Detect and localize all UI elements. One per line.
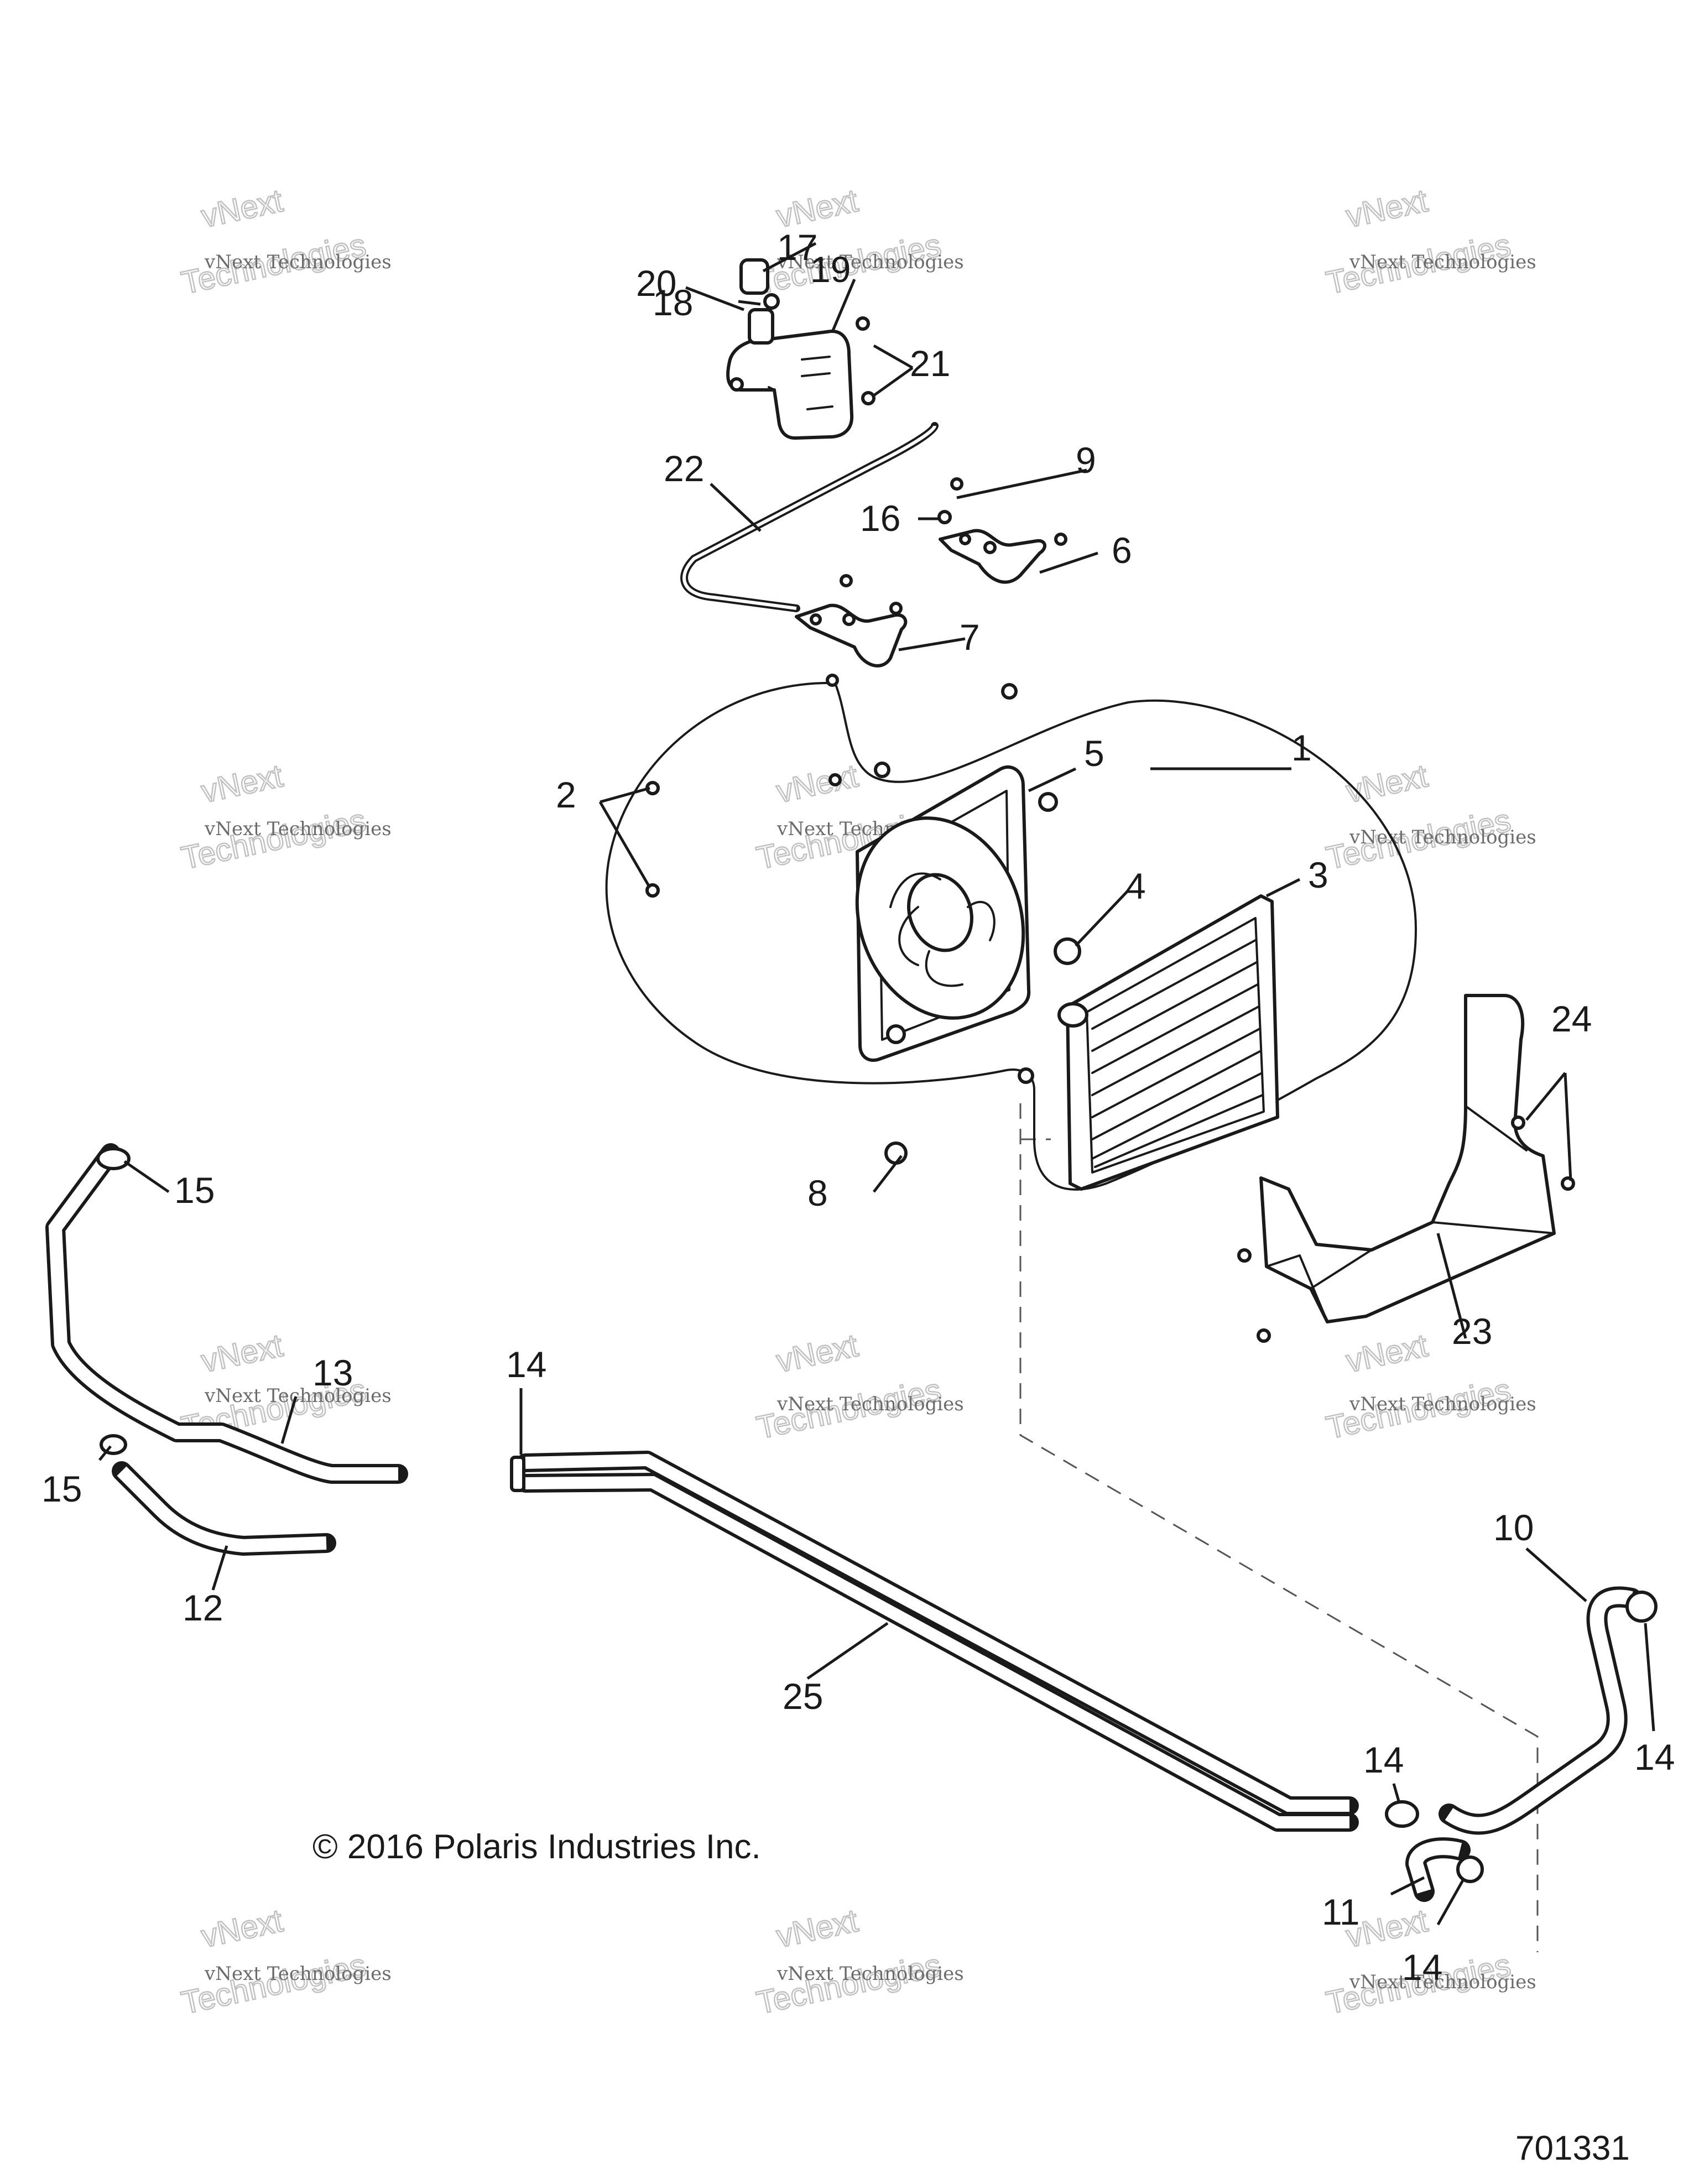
watermarks: vNext Technologies vNext Technologies vN… — [178, 182, 1536, 2022]
copyright-notice: © 2016 Polaris Industries Inc. — [312, 1828, 761, 1866]
watermark-line2: vNext — [1343, 183, 1431, 234]
callouts: 1 2 3 4 5 6 7 8 9 10 11 12 13 14 14 14 1… — [41, 227, 1675, 1988]
watermark-line2: vNext — [1343, 1327, 1431, 1379]
hose-13 — [45, 1143, 408, 1484]
callout-23: 23 — [1452, 1311, 1492, 1352]
callout-8: 8 — [807, 1172, 828, 1213]
callout-12: 12 — [183, 1587, 223, 1628]
callout-4: 4 — [1125, 866, 1146, 906]
coolant-reservoir — [726, 258, 854, 440]
clip-16 — [937, 510, 952, 524]
watermark-line1: vNext Technologies — [1349, 1971, 1536, 1993]
watermark: vNext Technologies — [178, 182, 369, 302]
watermark: vNext Technologies — [1322, 182, 1514, 302]
callout-14: 14 — [1402, 1947, 1442, 1988]
watermark-line2: vNext — [198, 758, 286, 810]
watermark-line2: vNext — [773, 758, 861, 810]
radiator — [1057, 894, 1279, 1191]
callout-21: 21 — [910, 343, 950, 384]
callout-10: 10 — [1493, 1507, 1534, 1548]
watermark-line1: vNext Technologies — [204, 818, 392, 840]
leader-lines — [98, 242, 1655, 1926]
watermark: vNext Technologies — [178, 1902, 369, 2022]
callout-5: 5 — [1084, 733, 1104, 774]
hose-clamp-14-mid — [1385, 1800, 1419, 1828]
callout-25: 25 — [783, 1676, 823, 1717]
watermark-line2: vNext — [773, 1902, 861, 1954]
watermark: vNext Technologies — [753, 1327, 945, 1447]
hose-clamp-15-upper — [96, 1147, 131, 1170]
callout-24: 24 — [1551, 998, 1592, 1039]
fan-assembly — [855, 765, 1058, 1062]
hose-clamp-14-bottom — [1456, 1855, 1484, 1883]
watermark: vNext Technologies — [753, 1902, 945, 2022]
radiator-support-bracket — [1237, 994, 1575, 1343]
watermark: vNext Technologies — [1322, 757, 1514, 877]
callout-14: 14 — [506, 1344, 546, 1385]
watermark-line1: vNext Technologies — [776, 1963, 964, 1985]
callout-17: 17 — [777, 227, 817, 268]
hose-clamp-15-lower — [100, 1434, 127, 1455]
hose-clamp-14-top — [1625, 1591, 1658, 1623]
diagram-number: 701331 — [1515, 2129, 1630, 2167]
watermark: vNext Technologies — [178, 757, 369, 877]
watermark-line1: vNext Technologies — [776, 1393, 964, 1415]
callout-16: 16 — [860, 498, 900, 539]
assembly-reference-lines — [1019, 1103, 1539, 1952]
callout-14: 14 — [1363, 1739, 1404, 1780]
callout-18: 18 — [653, 282, 693, 323]
callout-15: 15 — [174, 1170, 215, 1211]
watermark-line1: vNext Technologies — [776, 251, 964, 273]
callout-7: 7 — [960, 617, 980, 658]
cap-4 — [1054, 937, 1081, 965]
callout-22: 22 — [664, 448, 704, 489]
watermark-line1: vNext Technologies — [204, 251, 392, 273]
callout-11: 11 — [1322, 1891, 1360, 1932]
watermark-line1: vNext Technologies — [1349, 251, 1536, 273]
watermark-line2: vNext — [198, 1902, 286, 1954]
watermark-line2: vNext — [198, 183, 286, 234]
mount-bracket-upper — [939, 477, 1067, 584]
callout-9: 9 — [1076, 440, 1096, 481]
watermark-line2: vNext — [773, 1327, 861, 1379]
watermark-line1: vNext Technologies — [1349, 1393, 1536, 1415]
callout-15: 15 — [41, 1468, 82, 1509]
callout-19: 19 — [810, 249, 851, 290]
callout-2: 2 — [556, 774, 576, 815]
callout-13: 13 — [312, 1352, 353, 1393]
mount-bracket-lower — [795, 574, 908, 668]
watermark-line1: vNext Technologies — [204, 1963, 392, 1985]
callout-1: 1 — [1291, 727, 1312, 768]
watermark-line2: vNext — [1343, 758, 1431, 810]
callout-3: 3 — [1308, 854, 1328, 895]
callout-6: 6 — [1112, 530, 1132, 571]
callout-20: 20 — [636, 263, 676, 304]
hose-clamp-14-left — [510, 1456, 525, 1492]
callout-14: 14 — [1634, 1737, 1675, 1778]
watermark-line1: vNext Technologies — [1349, 826, 1536, 848]
push-rivets — [645, 674, 1034, 1084]
grommet-8 — [884, 1141, 908, 1165]
watermark-line2: vNext — [198, 1327, 286, 1379]
reservoir-mount-screws — [856, 316, 875, 405]
watermark-line1: vNext Technologies — [204, 1385, 392, 1407]
